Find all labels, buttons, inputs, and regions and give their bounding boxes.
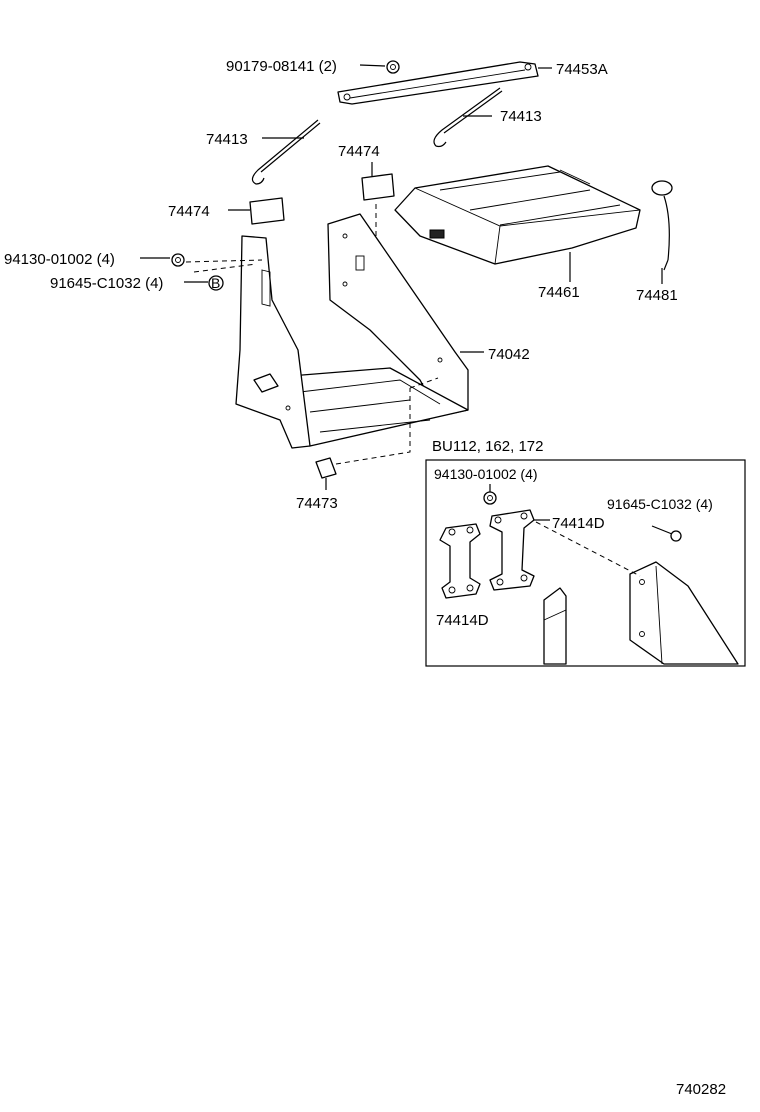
label-74474-left: 74474 [168, 203, 210, 220]
battery-tray-74042 [235, 213, 484, 449]
inset-title: BU112, 162, 172 [432, 438, 543, 455]
pad-74474-center [361, 162, 395, 268]
inset-label-74414D-right: 74414D [552, 515, 605, 532]
bolt-symbol-b [184, 275, 224, 291]
battery-cover-74461 [394, 165, 641, 282]
label-74042: 74042 [488, 346, 530, 363]
bolt-94130 [140, 253, 263, 273]
label-91645: 91645-C1032 (4) [50, 275, 163, 292]
symbol-b: B [211, 275, 220, 291]
label-74461: 74461 [538, 284, 580, 301]
label-74481: 74481 [636, 287, 678, 304]
label-74413-right: 74413 [500, 108, 542, 125]
label-90179: 90179-08141 (2) [226, 58, 337, 75]
clamp-bar-74453A [337, 61, 539, 105]
diagram-code: 740282 [676, 1081, 726, 1098]
label-94130: 94130-01002 (4) [4, 251, 115, 268]
label-74474-center: 74474 [338, 143, 380, 160]
inset-label-91645: 91645-C1032 (4) [607, 496, 713, 512]
inset-label-94130: 94130-01002 (4) [434, 466, 538, 482]
label-74453A: 74453A [556, 61, 608, 78]
inset-label-74414D-left: 74414D [436, 612, 489, 629]
label-74473: 74473 [296, 495, 338, 512]
inset-box [425, 459, 746, 667]
nut-90179 [359, 60, 400, 74]
hook-rod-74413-right [433, 87, 503, 148]
hook-rod-74413-left [251, 119, 321, 185]
stopper-74473 [315, 377, 439, 490]
pad-74474-left [228, 197, 285, 225]
wire-hook-74481 [651, 180, 673, 284]
label-74413-left: 74413 [206, 131, 248, 148]
